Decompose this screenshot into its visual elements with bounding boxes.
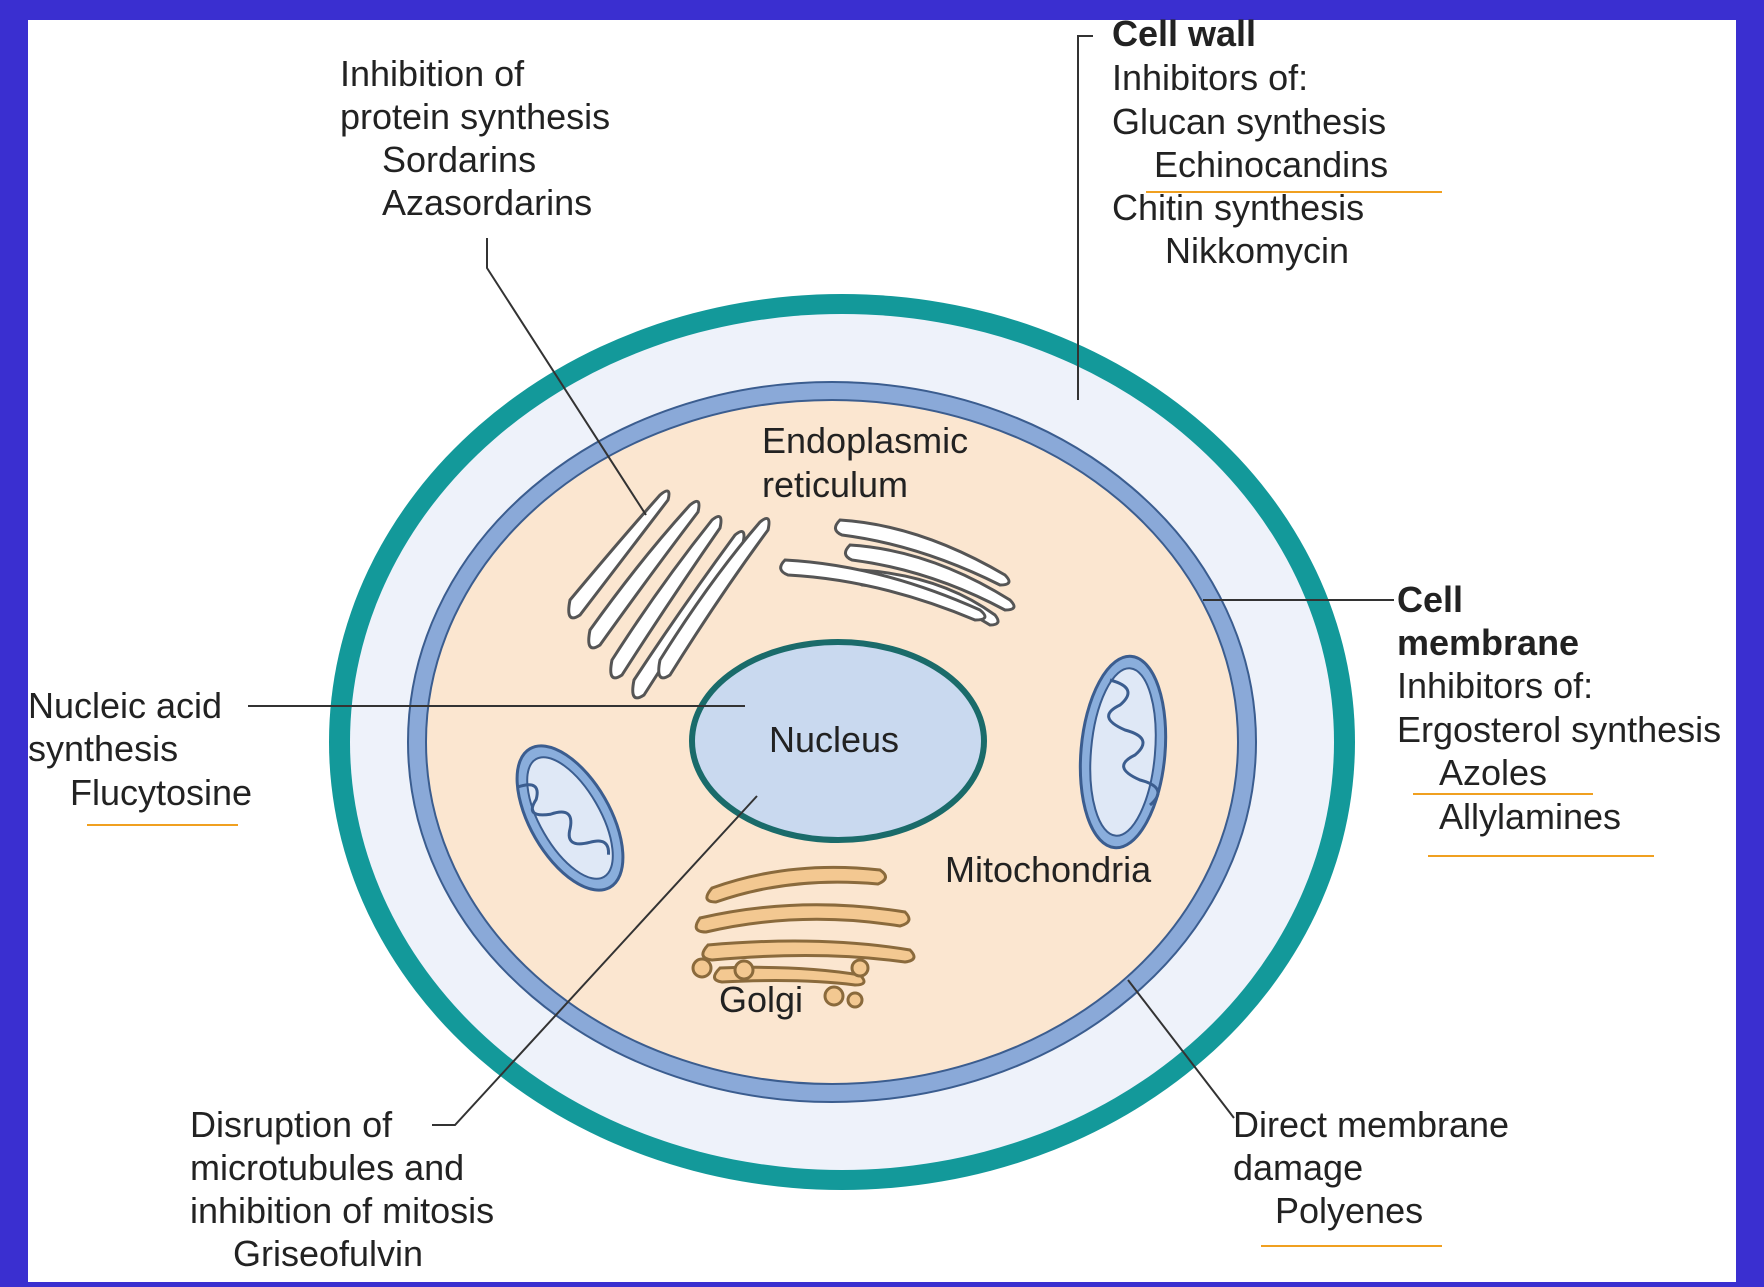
leader-mitosis bbox=[432, 795, 758, 1126]
leader-protein bbox=[486, 238, 647, 516]
label-drug-allylamines: Allylamines bbox=[1439, 796, 1621, 837]
label-drug-sordarins: Sordarins bbox=[382, 139, 536, 180]
label-er-line1: Endoplasmic bbox=[762, 420, 968, 461]
label-polyene-line1: Direct membrane bbox=[1233, 1104, 1509, 1145]
label-drug-polyenes: Polyenes bbox=[1275, 1190, 1423, 1231]
label-golgi: Golgi bbox=[719, 979, 803, 1020]
drug-underlines bbox=[87, 191, 1654, 1247]
label-cell-wall-sub: Inhibitors of: bbox=[1112, 57, 1308, 98]
label-glucan-synthesis: Glucan synthesis bbox=[1112, 101, 1386, 142]
label-membrane-sub: Inhibitors of: bbox=[1397, 665, 1593, 706]
label-mitosis-line2: microtubules and bbox=[190, 1147, 464, 1188]
label-mitosis-line3: inhibition of mitosis bbox=[190, 1190, 494, 1231]
nucleus bbox=[689, 639, 987, 843]
label-ergosterol-synthesis: Ergosterol synthesis bbox=[1397, 709, 1721, 750]
er-right-stack bbox=[779, 518, 1016, 627]
leader-polyene bbox=[1127, 979, 1235, 1119]
golgi-apparatus bbox=[691, 865, 916, 1009]
label-drug-azasordarins: Azasordarins bbox=[382, 182, 592, 223]
label-polyene-line2: damage bbox=[1233, 1147, 1363, 1188]
label-mitochondria: Mitochondria bbox=[945, 849, 1152, 890]
mitochondrion-right bbox=[1078, 654, 1168, 850]
label-cell-wall-title: Cell wall bbox=[1112, 13, 1256, 54]
label-membrane-title2: membrane bbox=[1397, 622, 1579, 663]
label-nucleic-line2: synthesis bbox=[28, 728, 178, 769]
label-drug-echinocandins: Echinocandins bbox=[1154, 144, 1388, 185]
leader-lines bbox=[248, 35, 1394, 1126]
label-drug-nikkomycin: Nikkomycin bbox=[1165, 230, 1349, 271]
label-drug-azoles: Azoles bbox=[1439, 752, 1547, 793]
label-nucleus: Nucleus bbox=[769, 719, 899, 760]
label-chitin-synthesis: Chitin synthesis bbox=[1112, 187, 1364, 228]
label-drug-griseofulvin: Griseofulvin bbox=[233, 1233, 423, 1274]
label-nucleic-line1: Nucleic acid bbox=[28, 685, 222, 726]
leader-cell-wall bbox=[1077, 35, 1093, 400]
mitochondrion-left bbox=[515, 744, 625, 892]
label-drug-flucytosine: Flucytosine bbox=[70, 772, 252, 813]
label-mitosis-line1: Disruption of bbox=[190, 1104, 393, 1145]
label-protein-heading2: protein synthesis bbox=[340, 96, 610, 137]
label-protein-heading1: Inhibition of bbox=[340, 53, 525, 94]
label-membrane-title1: Cell bbox=[1397, 579, 1463, 620]
label-er-line2: reticulum bbox=[762, 464, 908, 505]
er-left-stack bbox=[567, 489, 771, 700]
